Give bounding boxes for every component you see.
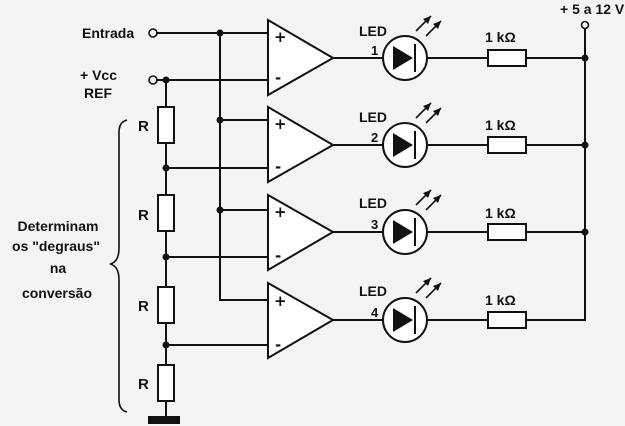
led-label-2: LED — [359, 109, 387, 125]
led-label-3: LED — [359, 195, 387, 211]
brace — [109, 119, 128, 413]
stage-1: LED 1 1 kΩ + - — [267, 15, 586, 97]
opamp-plus-4: + — [274, 292, 287, 310]
brace-text-2: os "degraus" — [12, 238, 100, 254]
opamp-1 — [267, 18, 336, 97]
supply-label: + 5 a 12 V — [560, 1, 625, 17]
divider-resistor-3 — [157, 286, 175, 324]
divider-chain: R R R R — [138, 79, 269, 416]
brace-text-3: na — [50, 260, 67, 276]
led-resistor-2 — [487, 136, 527, 154]
led-resistor-4 — [487, 311, 527, 329]
divider-resistor-1 — [157, 106, 175, 144]
divider-resistor-4 — [157, 364, 175, 402]
opamp-minus-4: - — [275, 336, 281, 354]
led-label-4: LED — [359, 283, 387, 299]
opamp-minus-1: - — [275, 69, 281, 87]
led-resistor-label-4: 1 kΩ — [485, 292, 516, 308]
brace-text-4: conversão — [22, 285, 92, 301]
opamp-plus-1: + — [274, 28, 287, 46]
vcc-label: + Vcc — [80, 67, 117, 83]
divider-resistor-label-2: R — [138, 207, 149, 224]
led-number-2: 2 — [371, 130, 378, 145]
supply-rail — [580, 20, 590, 321]
opamp-3 — [267, 193, 336, 272]
divider-resistor-2 — [157, 194, 175, 232]
led-label-1: LED — [359, 23, 387, 39]
brace-text-1: Determinam — [18, 218, 99, 234]
divider-resistor-label-1: R — [138, 118, 149, 135]
led-number-4: 4 — [371, 305, 379, 320]
input-wire — [148, 28, 269, 301]
led-resistor-label-1: 1 kΩ — [485, 29, 516, 45]
stage-3: LED 3 1 kΩ + - — [267, 189, 586, 272]
opamp-2 — [267, 105, 336, 184]
led-number-1: 1 — [371, 43, 378, 58]
stage-4: LED 4 1 kΩ + - — [267, 277, 586, 360]
opamp-plus-2: + — [274, 115, 287, 133]
opamp-4 — [267, 281, 336, 360]
led-resistor-1 — [487, 49, 527, 67]
ref-label: REF — [84, 85, 112, 101]
input-label: Entrada — [82, 25, 134, 41]
ground-symbol — [148, 416, 180, 424]
led-resistor-label-3: 1 kΩ — [485, 205, 516, 221]
opamp-minus-2: - — [275, 158, 281, 176]
led-number-3: 3 — [371, 217, 378, 232]
led-resistor-label-2: 1 kΩ — [485, 117, 516, 133]
opamp-minus-3: - — [275, 247, 281, 265]
opamp-plus-3: + — [274, 203, 287, 221]
divider-resistor-label-3: R — [138, 298, 149, 315]
stage-2: LED 2 1 kΩ + - — [267, 102, 586, 184]
led-resistor-3 — [487, 223, 527, 241]
divider-resistor-label-4: R — [138, 376, 149, 393]
